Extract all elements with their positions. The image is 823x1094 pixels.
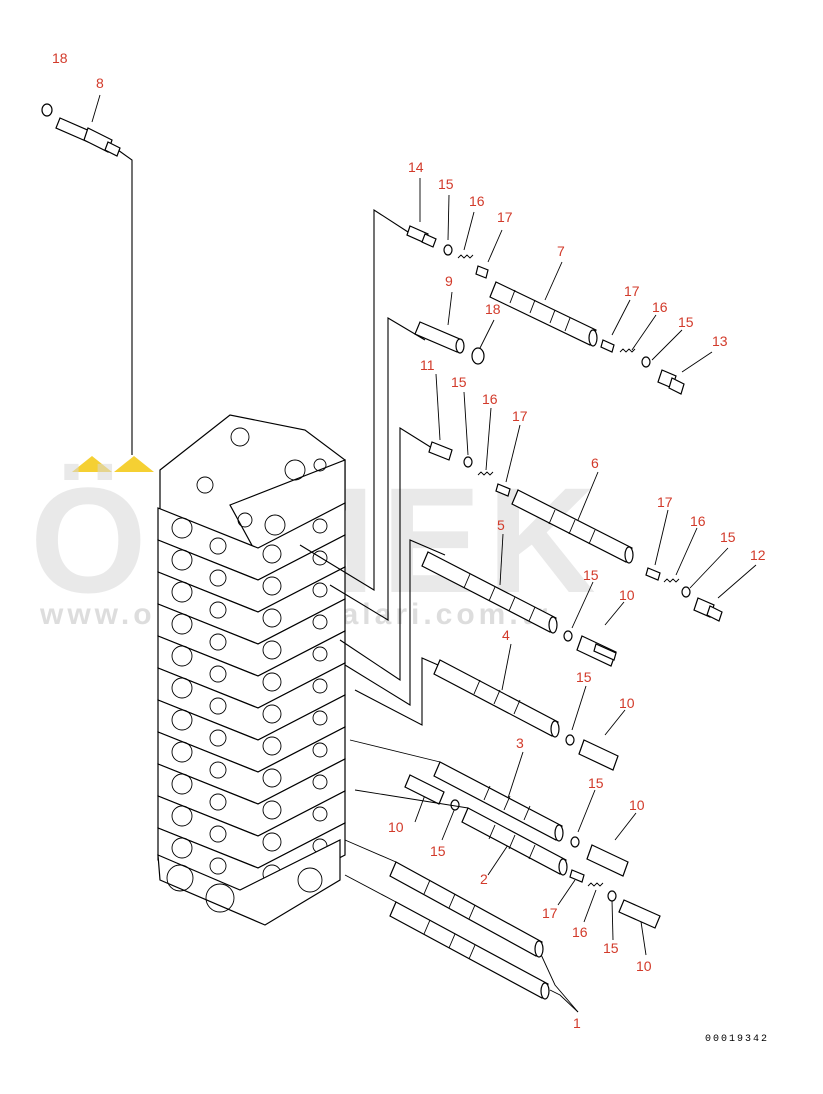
label-l16e: 16 bbox=[572, 924, 588, 940]
label-l6: 6 bbox=[591, 455, 599, 471]
part-11-plug bbox=[428, 441, 453, 461]
part-17-retainer-c bbox=[495, 483, 511, 497]
label-l4: 4 bbox=[502, 627, 510, 643]
part-16-spring-e bbox=[587, 882, 604, 887]
label-l11: 11 bbox=[420, 357, 435, 373]
drawing-code: 00019342 bbox=[705, 1034, 769, 1045]
label-l17e: 17 bbox=[542, 905, 558, 921]
label-l16a: 16 bbox=[469, 193, 485, 209]
part-10-cap-c bbox=[404, 774, 445, 805]
label-l10b: 10 bbox=[619, 695, 635, 711]
part-17-retainer-b bbox=[600, 339, 615, 353]
label-l15f: 15 bbox=[576, 669, 592, 685]
pilot-lines bbox=[117, 149, 446, 726]
part-16-spring-b bbox=[619, 348, 636, 353]
label-l17c: 17 bbox=[512, 408, 528, 424]
part-labels: 1881415161779181716151311151617617161512… bbox=[52, 50, 766, 1031]
watermark-accent-left bbox=[72, 456, 112, 472]
part-18-oring bbox=[41, 103, 53, 117]
part-5-spool bbox=[421, 551, 558, 634]
part-17-retainer-a bbox=[475, 265, 489, 279]
part-1-spool bbox=[389, 861, 550, 1000]
label-l15i: 15 bbox=[603, 940, 619, 956]
part-9-fitting bbox=[414, 321, 465, 354]
label-l15d: 15 bbox=[720, 529, 736, 545]
label-l15e: 15 bbox=[583, 567, 599, 583]
label-l17d: 17 bbox=[657, 494, 673, 510]
label-l15c: 15 bbox=[451, 374, 467, 390]
part-15-oring-c bbox=[463, 456, 473, 468]
label-l10d: 10 bbox=[388, 819, 404, 835]
part-10-cap-e bbox=[618, 899, 661, 929]
part-6-spool bbox=[511, 489, 634, 564]
label-l7: 7 bbox=[557, 243, 565, 259]
label-l18b: 18 bbox=[485, 301, 501, 317]
label-l17b: 17 bbox=[624, 283, 640, 299]
watermark-accent-right bbox=[114, 456, 154, 472]
part-12-cap bbox=[693, 597, 723, 622]
label-l13: 13 bbox=[712, 333, 728, 349]
part-17-retainer-d bbox=[645, 567, 661, 581]
parts bbox=[41, 103, 723, 1000]
label-l12: 12 bbox=[750, 547, 766, 563]
part-4-spool bbox=[433, 659, 560, 738]
part-10-cap-d bbox=[586, 844, 629, 877]
label-l15g: 15 bbox=[588, 775, 604, 791]
label-l16d: 16 bbox=[690, 513, 706, 529]
part-15-oring-b bbox=[641, 356, 651, 368]
part-15-oring-d bbox=[681, 586, 691, 598]
label-l10a: 10 bbox=[619, 587, 635, 603]
part-15-oring-g bbox=[450, 799, 460, 811]
label-l8: 8 bbox=[96, 75, 104, 91]
part-15-oring-a bbox=[443, 244, 453, 256]
part-16-spring-c bbox=[477, 471, 494, 476]
label-l14: 14 bbox=[408, 159, 424, 175]
label-l3: 3 bbox=[516, 735, 524, 751]
label-l5: 5 bbox=[497, 517, 505, 533]
part-2-spool bbox=[461, 807, 568, 876]
label-l16c: 16 bbox=[482, 391, 498, 407]
label-l2: 2 bbox=[480, 871, 488, 887]
part-16-spring-d bbox=[663, 578, 680, 583]
label-l16b: 16 bbox=[652, 299, 668, 315]
leader-lines bbox=[91, 94, 757, 1013]
part-8-fitting bbox=[55, 117, 121, 157]
part-15-oring-e bbox=[563, 630, 573, 642]
part-10-cap-b bbox=[578, 739, 619, 771]
part-15-oring-f bbox=[565, 734, 575, 746]
part-10-cap-a bbox=[576, 635, 617, 667]
part-3-spool bbox=[433, 761, 564, 842]
part-13-cap bbox=[657, 369, 685, 395]
part-15-oring-i bbox=[607, 890, 617, 902]
label-l17a: 17 bbox=[497, 209, 513, 225]
label-l10c: 10 bbox=[629, 797, 645, 813]
label-l1: 1 bbox=[573, 1015, 581, 1031]
label-l9: 9 bbox=[445, 273, 453, 289]
valve-body bbox=[157, 414, 346, 926]
part-18-oring-b bbox=[471, 347, 485, 365]
label-l15h: 15 bbox=[430, 843, 446, 859]
label-l18a: 18 bbox=[52, 50, 68, 66]
part-7-spool bbox=[489, 281, 598, 347]
part-17-retainer-e bbox=[569, 869, 585, 883]
label-l15b: 15 bbox=[678, 314, 694, 330]
label-l10e: 10 bbox=[636, 958, 652, 974]
part-16-spring-a bbox=[457, 254, 474, 259]
label-l15a: 15 bbox=[438, 176, 454, 192]
part-15-oring-h bbox=[570, 836, 580, 848]
